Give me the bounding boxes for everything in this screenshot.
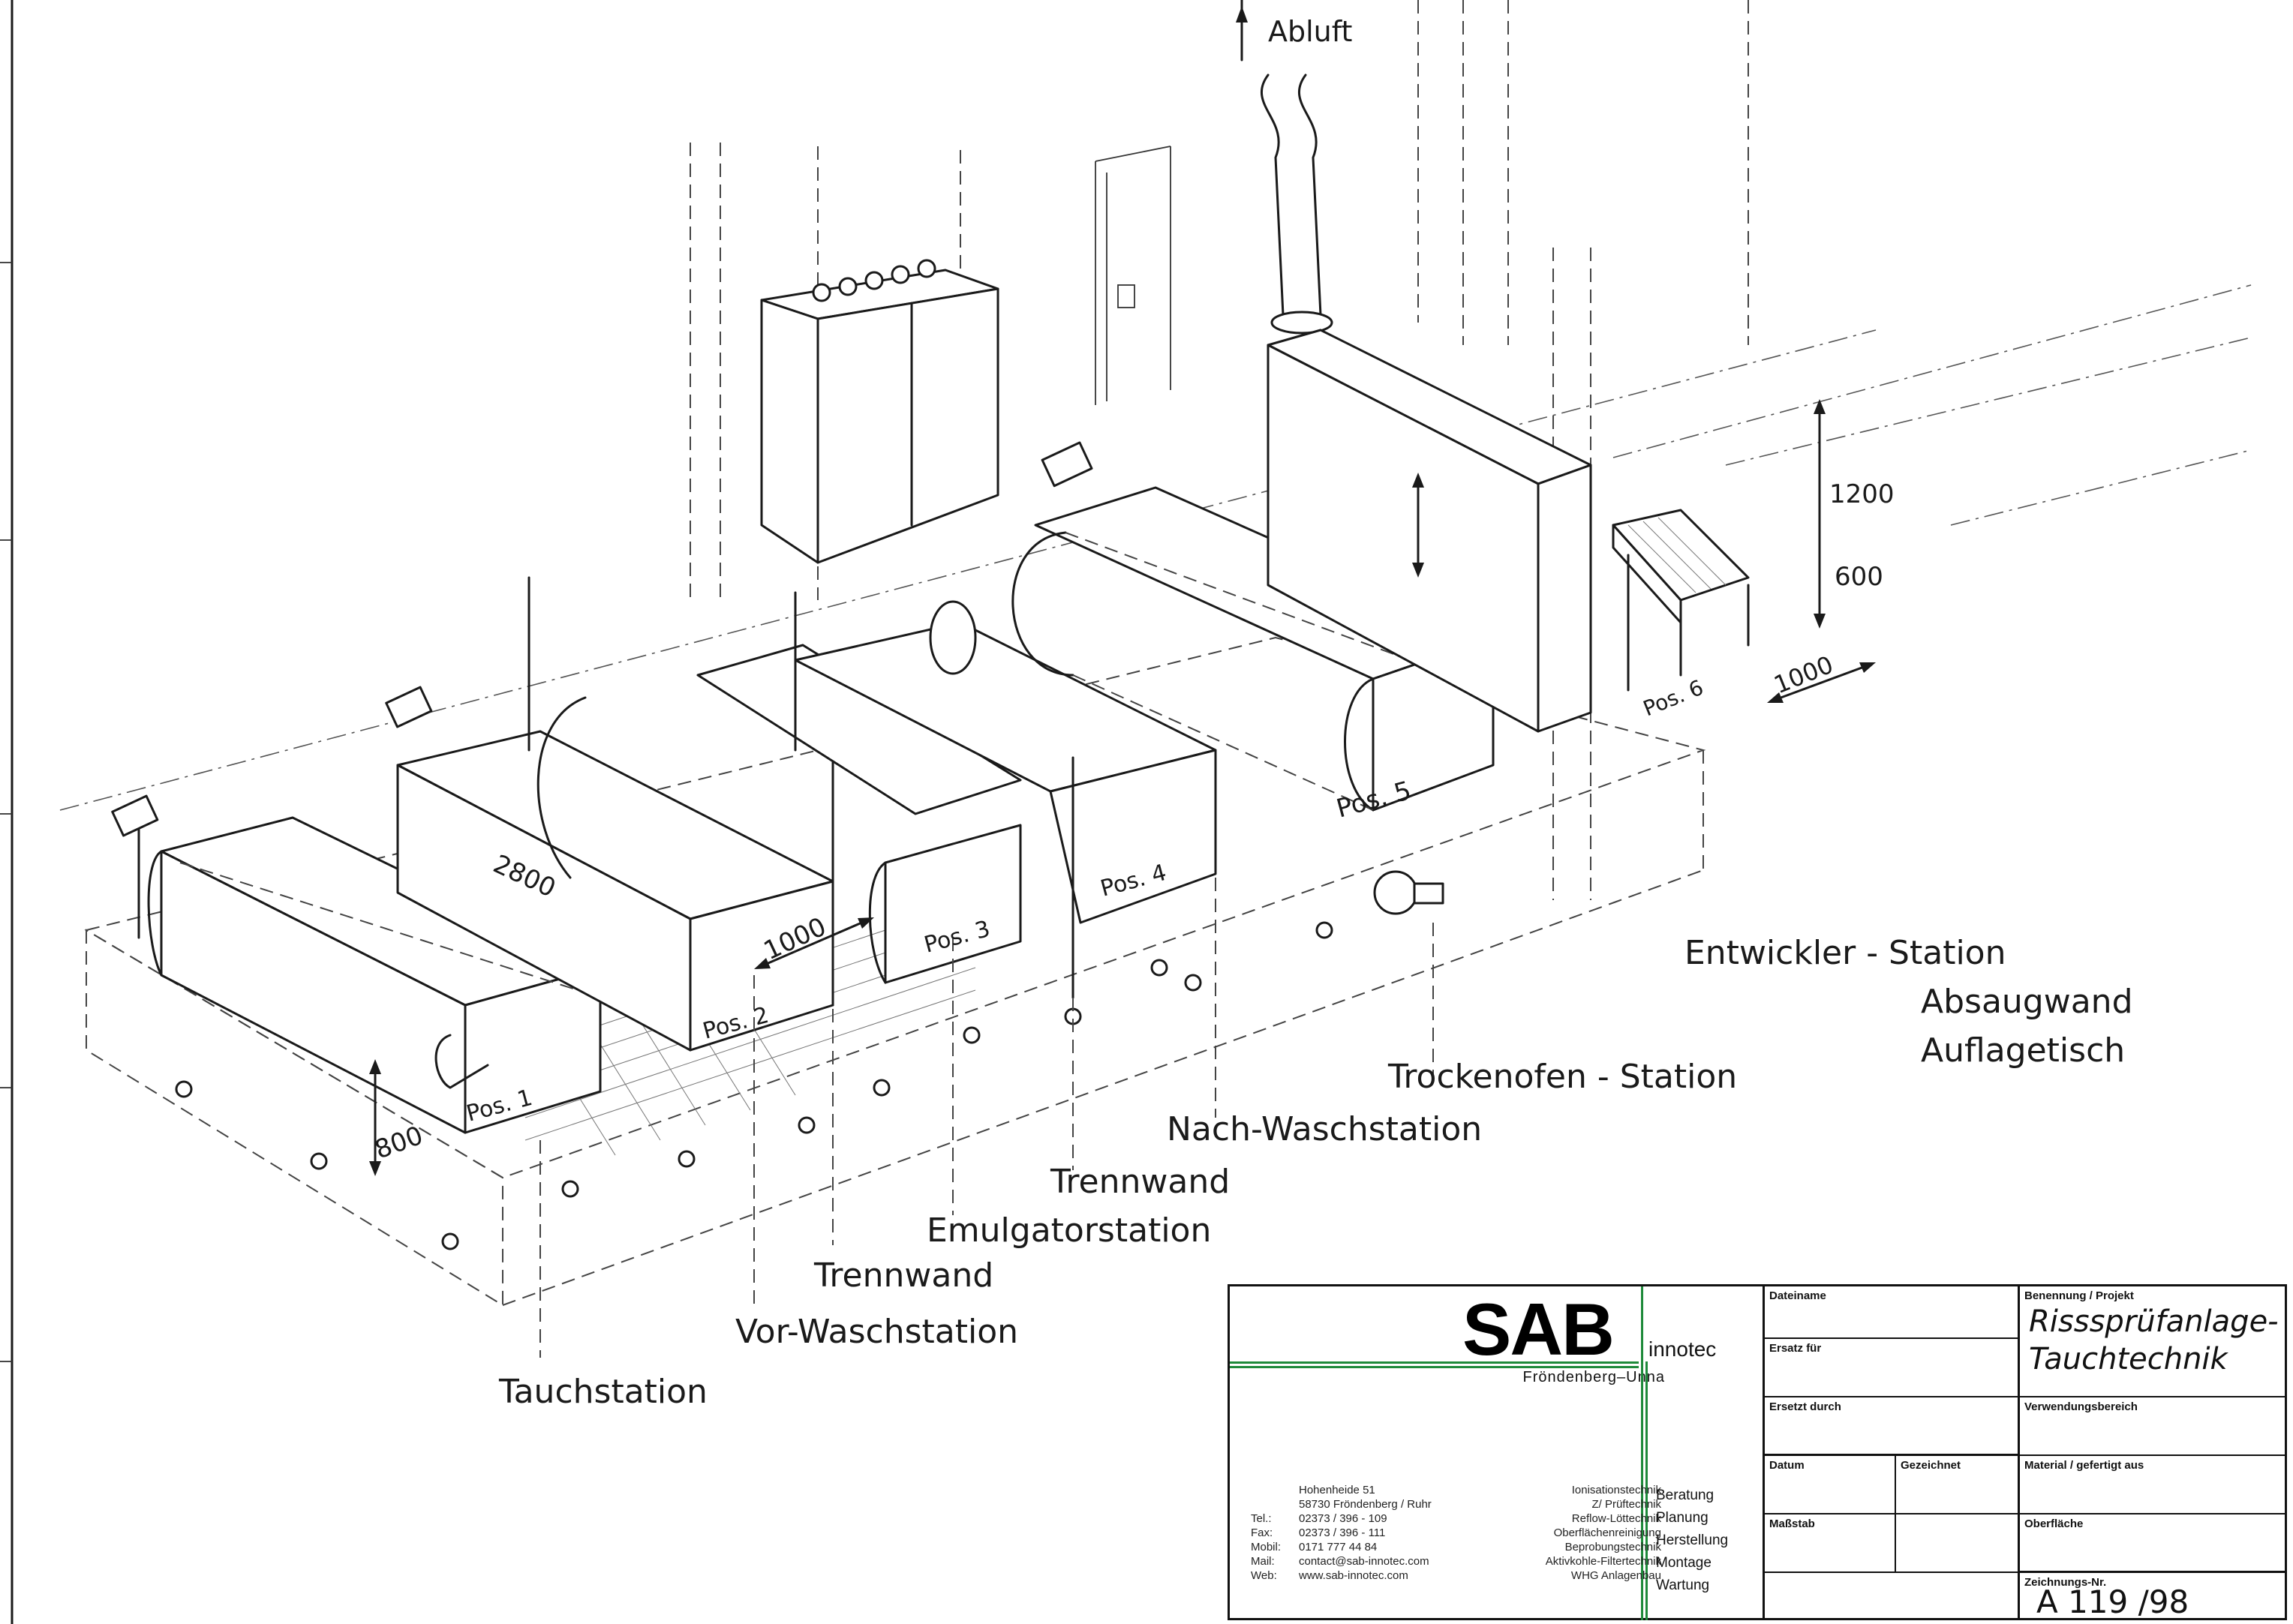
field-gezeichnet: Gezeichnet (1896, 1456, 2018, 1514)
title-block-divider-b (2018, 1286, 2020, 1620)
logo-rule-top (1230, 1361, 1639, 1364)
company-brand-suffix: innotec (1648, 1337, 1717, 1361)
logo-rule-bottom (1230, 1366, 1639, 1368)
field-massstab: Maßstab (1765, 1514, 1896, 1573)
drying-oven (1267, 329, 1592, 733)
field-dateiname: Dateiname (1765, 1286, 2018, 1339)
dimension-1000-table: 1000 (1770, 650, 1838, 700)
label-auflagetisch: Auflagetisch (1921, 1031, 2125, 1070)
field-material: Material / gefertigt aus (2020, 1456, 2285, 1514)
logo-divider-1 (1641, 1286, 1643, 1620)
project-title-line2: Tauchtechnik (2029, 1342, 2228, 1376)
dimension-1200: 1200 (1829, 479, 1895, 509)
company-city: Fröndenberg–Unna (1522, 1369, 1665, 1385)
sheet-margin (0, 0, 14, 1624)
label-nach-waschstation: Nach-Waschstation (1167, 1110, 1482, 1148)
pump-motor (1373, 870, 1444, 915)
label-tauchstation: Tauchstation (498, 1373, 708, 1411)
dimension-800: 800 (371, 1121, 427, 1166)
dimension-lines (369, 399, 1876, 1176)
field-zeichnungsnr: Zeichnungs-Nr. A 119 /98 (2024, 1576, 2189, 1620)
field-ersetzt-durch: Ersetzt durch (1765, 1397, 2018, 1456)
label-trennwand-1: Trennwand (813, 1256, 993, 1295)
tank-pos1 (111, 794, 602, 1134)
label-vor-waschstation: Vor-Waschstation (735, 1313, 1018, 1351)
drawing-number: A 119 /98 (2036, 1583, 2189, 1620)
field-massstab-value (1896, 1514, 2018, 1573)
label-leader-lines (539, 878, 1434, 1358)
tank-pos4 (1041, 441, 1217, 999)
field-datum: Datum (1765, 1456, 1896, 1514)
pos6-label: Pos. 6 (1639, 675, 1707, 722)
label-absaugwand: Absaugwand (1921, 983, 2133, 1021)
company-address: Hohenheide 51 58730 Fröndenberg / Ruhr T… (1251, 1484, 1432, 1582)
field-benennung: Benennung / Projekt Risssprüfanlage- Tau… (2020, 1286, 2285, 1397)
tank-pos3 (696, 591, 1217, 984)
tank-pos2 (385, 576, 834, 1052)
label-trennwand-2: Trennwand (1050, 1163, 1230, 1201)
field-oberflaeche: Oberfläche (2020, 1514, 2285, 1573)
logo-divider-2 (1645, 1361, 1648, 1620)
company-services: Beratung Planung Herstellung Montage War… (1656, 1487, 1729, 1593)
support-table-pos6 (1612, 509, 1750, 692)
leveling-feet (175, 921, 1333, 1250)
exhaust-duct (1236, 0, 1333, 335)
title-block: SAB innotec Fröndenberg–Unna Hohenheide … (1228, 1284, 2287, 1620)
abluft-label: Abluft (1268, 15, 1352, 48)
field-ersatz-fuer: Ersatz für (1765, 1339, 2018, 1397)
title-block-divider-a (1763, 1286, 1765, 1620)
field-verwendungsbereich: Verwendungsbereich (2020, 1397, 2285, 1456)
company-technologies: Ionisationstechnik Z/ Prüftechnik Reflow… (1545, 1484, 1661, 1582)
label-emulgatorstation: Emulgatorstation (927, 1211, 1211, 1250)
dimension-600: 600 (1835, 562, 1883, 592)
label-entwickler-station: Entwickler - Station (1684, 934, 2006, 972)
control-cabinet (760, 259, 999, 564)
company-logo: SAB (1462, 1288, 1615, 1370)
project-title-line1: Risssprüfanlage- (2029, 1304, 2279, 1339)
label-trockenofen-station: Trockenofen - Station (1387, 1058, 1737, 1096)
